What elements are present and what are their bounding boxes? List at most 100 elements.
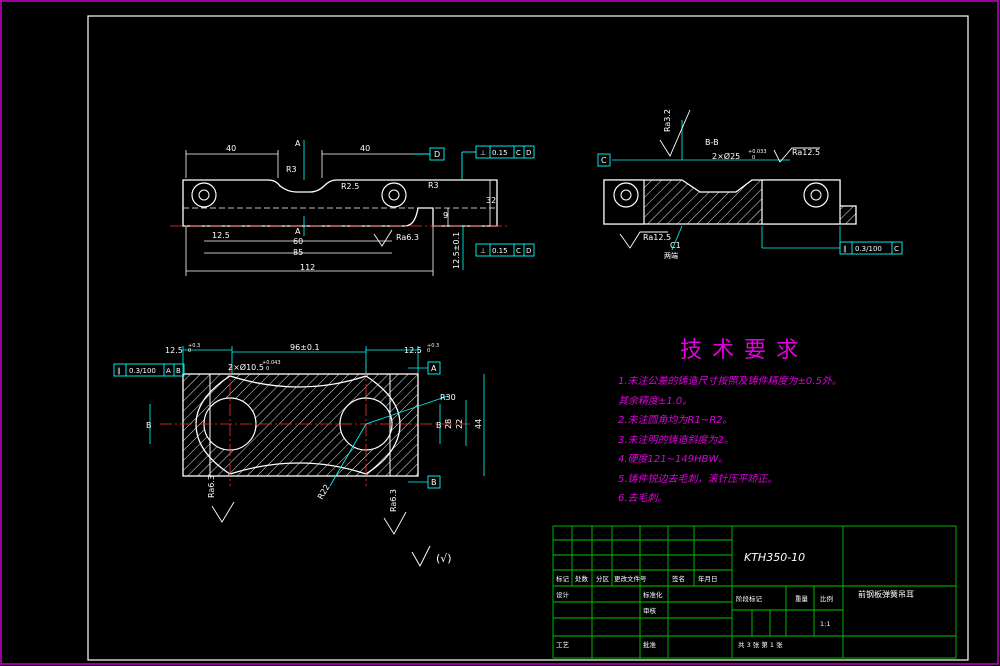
svg-text:∥: ∥ (843, 245, 847, 253)
front-section-mark-right: B (436, 421, 442, 430)
section-title: B-B (705, 138, 719, 147)
svg-text:更改文件号: 更改文件号 (614, 574, 647, 583)
front-dim-r30: R30 (440, 393, 456, 402)
svg-text:⊥: ⊥ (480, 247, 486, 255)
tech-item: 3.未注明的铸造斜度为2。 (618, 434, 734, 446)
front-roughness-right: Ra6.3 (389, 489, 398, 512)
front-dim-22: 22 (455, 419, 464, 429)
top-dim-r3-right: R3 (428, 181, 439, 190)
svg-text:签名: 签名 (672, 574, 685, 583)
tech-requirements-title: 技术要求 (680, 338, 809, 363)
top-dim-12-5: 12.5 (212, 231, 230, 240)
top-dim-32: 32 (486, 196, 496, 205)
front-dim-12-5-left: 12.5 (165, 346, 183, 355)
front-parallelism-frame (113, 363, 185, 377)
top-dim-40-left: 40 (226, 144, 236, 153)
section-bore-dim: 2×Ø25 (712, 151, 740, 161)
section-roughness-bottom-label: Ra12.5 (643, 233, 671, 242)
svg-text:处数: 处数 (575, 574, 589, 583)
sheet-inner-frame (87, 15, 969, 661)
top-section-mark-lower: A (295, 227, 301, 236)
datum-b-box (427, 475, 441, 489)
top-view-outline (182, 179, 498, 227)
section-roughness-bottom (619, 231, 668, 249)
svg-text:A: A (166, 367, 171, 375)
svg-text:批准: 批准 (643, 640, 657, 649)
top-bore-left-inner (198, 189, 210, 201)
top-section-mark-upper: A (295, 139, 301, 148)
front-hatched-body (183, 374, 418, 476)
svg-text:年月日: 年月日 (698, 574, 718, 583)
svg-text:0: 0 (266, 366, 269, 372)
top-bore-left (191, 182, 217, 208)
svg-text:⊥: ⊥ (480, 149, 486, 157)
svg-text:0: 0 (427, 348, 430, 354)
datum-c-box (597, 153, 611, 167)
title-block (552, 525, 957, 659)
section-roughness-right-label: Ra12.5 (792, 148, 820, 157)
title-scale: 1:1 (820, 620, 830, 628)
tech-item: 1.未注公差的铸造尺寸按照及铸件精度为±0.5外。 (618, 376, 842, 387)
technical-requirements: 技术要求 1.未注公差的铸造尺寸按照及铸件精度为±0.5外。 其余精度±1.0。… (618, 332, 878, 509)
section-bore-left (613, 182, 639, 208)
svg-text:+0.3: +0.3 (188, 343, 200, 349)
section-roughness-top-label: Ra3.2 (663, 109, 672, 132)
svg-text:D: D (526, 247, 531, 255)
section-bore-tol: +0.033 (748, 149, 767, 155)
section-chamfer-note: 两端 (664, 251, 678, 260)
tech-item: 4.硬度121~149HBW。 (618, 454, 729, 465)
title-part-name: 前钢板弹簧吊耳 (858, 589, 914, 599)
front-dim-44: 44 (474, 419, 483, 429)
section-parallelism-value: 0.3/100 (855, 245, 882, 253)
top-dim-85: 85 (293, 248, 303, 257)
front-dim-28: 28 (444, 419, 453, 429)
svg-text:C: C (516, 149, 521, 157)
svg-text:C: C (601, 156, 607, 165)
svg-text:+0.3: +0.3 (427, 343, 439, 349)
front-section-mark-left: B (146, 421, 152, 430)
front-dim-12-5-right: 12.5 (404, 346, 422, 355)
svg-text:0: 0 (188, 348, 191, 354)
top-dim-r3: R3 (286, 165, 297, 174)
front-roughness-left: Ra6.3 (207, 475, 216, 498)
tech-item: 5.铸件锐边去毛刺，滚针压平矫正。 (618, 473, 778, 485)
svg-text:标准化: 标准化 (643, 590, 663, 599)
general-surface-symbol: (√) (411, 545, 452, 568)
svg-text:B: B (431, 478, 437, 487)
title-sheets: 共 3 张 第 1 张 (738, 640, 783, 649)
svg-text:工艺: 工艺 (556, 641, 570, 649)
section-view-bb: B-B 2×Ø25 +0.033 0 Ra3.2 Ra12.5 Ra12.5 (597, 109, 903, 260)
svg-text:C: C (894, 245, 899, 253)
top-dim-60: 60 (293, 237, 303, 246)
section-bore-right (803, 182, 829, 208)
front-dim-bore: 2×Ø10.5 (228, 362, 264, 372)
svg-text:分区: 分区 (596, 574, 610, 583)
front-dim-r22: R22 (316, 483, 332, 501)
svg-text:(√): (√) (436, 552, 452, 565)
top-bore-right-inner (388, 189, 400, 201)
section-parallelism-frame (839, 241, 903, 255)
top-dim-r2-5: R2.5 (341, 182, 359, 191)
front-dim-96: 96±0.1 (290, 343, 320, 352)
svg-text:+0.043: +0.043 (262, 360, 281, 366)
section-roughness-right (773, 147, 820, 163)
top-tol-value-upper: 0.15 (492, 149, 508, 157)
tech-item: 其余精度±1.0。 (618, 395, 693, 407)
datum-a-box (427, 361, 441, 375)
svg-text:重量: 重量 (795, 595, 809, 603)
front-parallelism-value: 0.3/100 (129, 367, 156, 375)
section-roughness-top (659, 109, 691, 157)
top-roughness-symbol (373, 229, 393, 247)
top-roughness: Ra6.3 (396, 233, 419, 242)
section-chamfer: C1 (670, 241, 681, 250)
svg-text:∥: ∥ (117, 367, 121, 375)
top-tolerance-frame-lower (475, 243, 535, 257)
title-material: KTH350-10 (744, 551, 805, 564)
top-dim-9: 9 (443, 211, 448, 220)
svg-text:阶段标记: 阶段标记 (736, 594, 763, 603)
top-tol-value-lower: 0.15 (492, 247, 508, 255)
svg-text:D: D (526, 149, 531, 157)
top-dim-40-right: 40 (360, 144, 370, 153)
